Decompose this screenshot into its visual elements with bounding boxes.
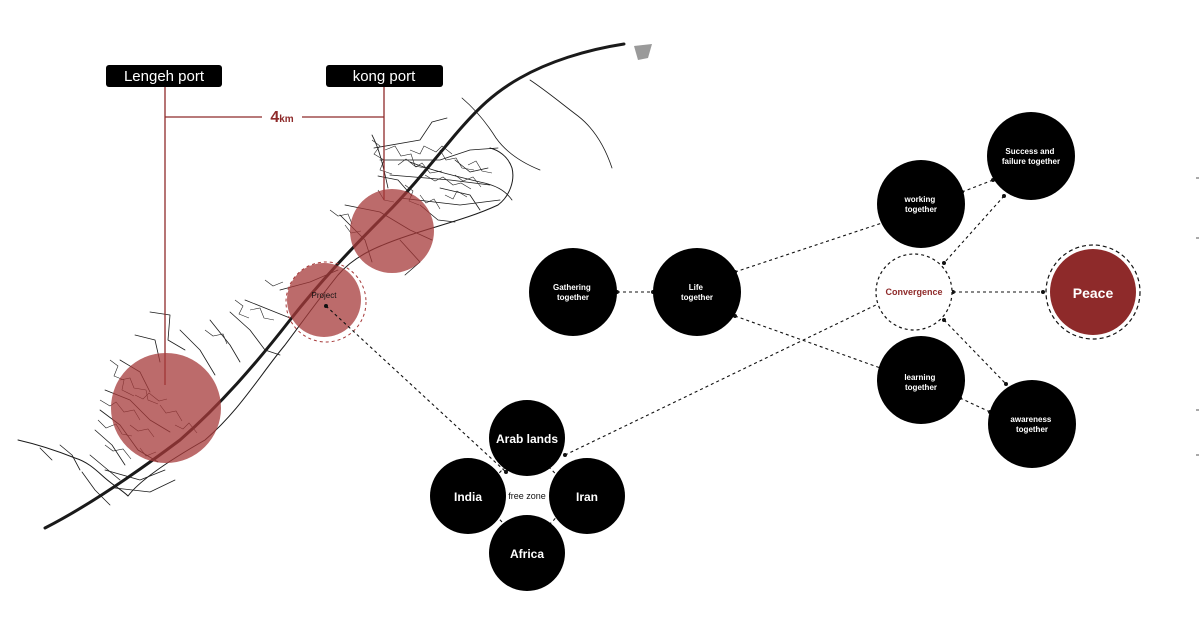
- distance-value: 4: [270, 109, 279, 126]
- free-zone-label: free zone: [508, 491, 546, 501]
- node-awareness-together: awareness together: [988, 380, 1076, 468]
- convergence-label: Convergence: [885, 287, 942, 297]
- coastal-map: 4km Lengeh port kong port Project: [17, 42, 652, 530]
- learning-line2: together: [905, 383, 937, 392]
- svg-text:awareness together: awareness together: [1010, 415, 1053, 434]
- svg-text:Success and failure toge: Success and failure together: [1002, 147, 1060, 166]
- edge-marks: [1196, 177, 1199, 456]
- kong-port-text: kong port: [353, 68, 416, 85]
- node-success-failure: Success and failure together: [987, 112, 1075, 200]
- region-arab-lands-label: Arab lands: [496, 432, 558, 446]
- peace-label: Peace: [1073, 285, 1114, 301]
- svg-text:working together: working together: [904, 195, 938, 214]
- connector-convergence-awareness: [943, 319, 1007, 385]
- working-line1: working: [904, 195, 936, 204]
- distance-label: 4km: [270, 109, 293, 126]
- region-africa-label: Africa: [510, 547, 544, 561]
- region-iran-label: Iran: [576, 490, 598, 504]
- connector-life-learning: [734, 315, 887, 371]
- node-learning-together: learning together: [877, 336, 965, 424]
- life-line1: Life: [689, 283, 704, 292]
- kong-port-label: kong port: [326, 65, 443, 87]
- connector-working-success: [961, 179, 994, 193]
- kong-area-circle: [350, 189, 434, 273]
- gathering-line2: together: [557, 293, 589, 302]
- awareness-line1: awareness: [1010, 415, 1051, 424]
- gathering-line1: Gathering: [553, 283, 591, 292]
- region-india-label: India: [454, 490, 482, 504]
- region-africa: Africa: [489, 515, 565, 591]
- node-peace: Peace: [1045, 244, 1141, 340]
- node-life-together: Life together: [653, 248, 741, 336]
- working-line2: together: [905, 205, 937, 214]
- project-outer-ring: [285, 261, 367, 343]
- connector-project-regions: [325, 305, 507, 473]
- connector-learning-awareness: [959, 397, 991, 413]
- map-corner-shape: [634, 44, 652, 60]
- project-circle: [287, 263, 361, 337]
- connector-success-convergence: [943, 195, 1005, 264]
- coastline: [17, 147, 514, 497]
- success-line2: failure together: [1002, 157, 1060, 166]
- success-line1: Success and: [1005, 147, 1054, 156]
- node-convergence: Convergence: [875, 253, 953, 331]
- lengeh-area-circle: [111, 353, 221, 463]
- region-arab-lands: Arab lands: [489, 400, 565, 476]
- awareness-line2: together: [1016, 425, 1048, 434]
- connector-regions-convergence: [564, 302, 881, 456]
- region-iran: Iran: [549, 458, 625, 534]
- region-india: India: [430, 458, 506, 534]
- port-lines: [164, 86, 385, 385]
- project-label: Project: [312, 291, 338, 300]
- distance-unit: km: [279, 114, 294, 125]
- svg-text:Gathering together: Gathering together: [553, 283, 593, 302]
- regions-cluster: Arab lands India Iran Africa free zone: [430, 400, 625, 591]
- lengeh-port-text: Lengeh port: [124, 68, 205, 85]
- node-gathering-together: Gathering together: [529, 248, 617, 336]
- connector-life-working: [734, 221, 886, 273]
- svg-text:Life together: Life together: [681, 283, 713, 302]
- learning-line1: learning: [904, 373, 935, 382]
- lengeh-port-label: Lengeh port: [106, 65, 222, 87]
- node-working-together: working together: [877, 160, 965, 248]
- svg-text:learning together: learning together: [904, 373, 937, 392]
- life-line2: together: [681, 293, 713, 302]
